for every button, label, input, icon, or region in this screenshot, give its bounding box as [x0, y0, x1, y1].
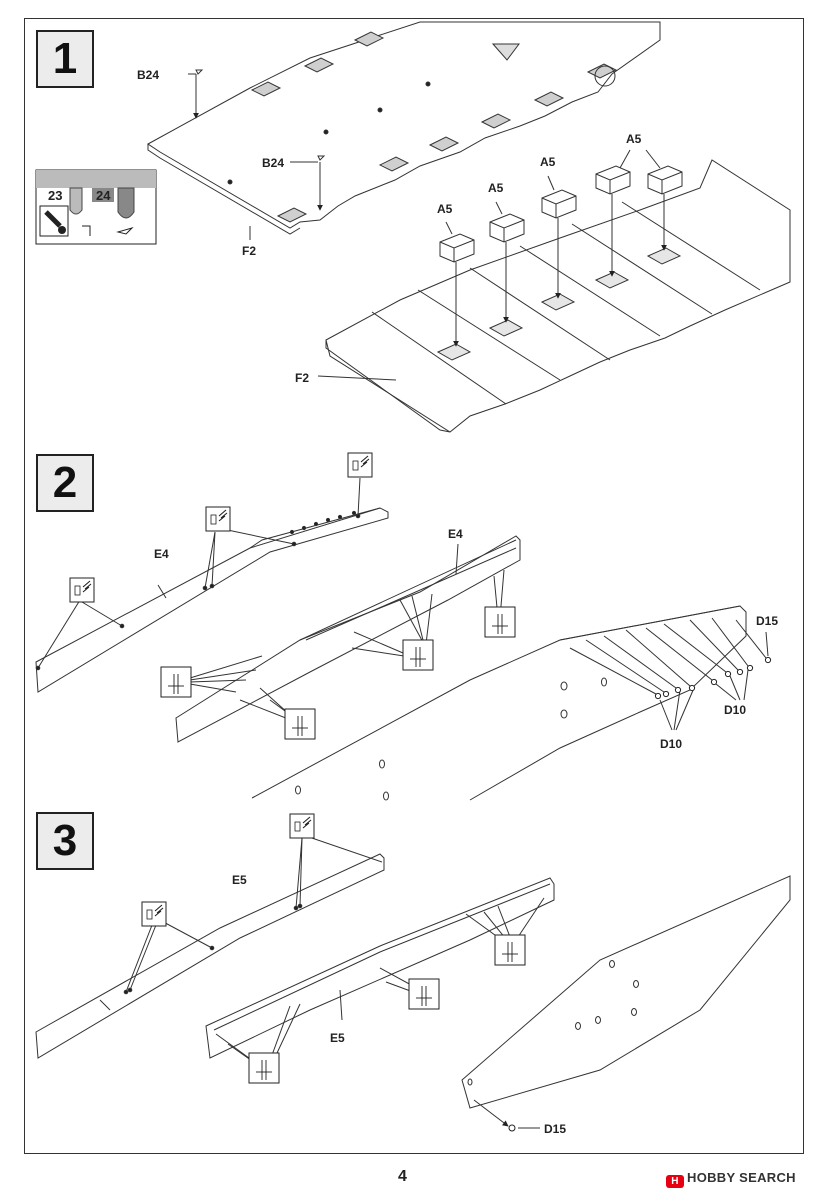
e4-middle-rail — [175, 535, 521, 743]
a5-arrows — [445, 149, 667, 347]
e4-right-rail — [251, 605, 747, 801]
glue-pin-icon — [205, 506, 231, 532]
pin-hole-detail-icon — [402, 639, 434, 671]
label-f2-upper: F2 — [242, 244, 256, 258]
label-d15-step2: D15 — [756, 614, 778, 628]
label-e5-left: E5 — [232, 873, 247, 887]
triangle-marker-icon — [491, 43, 520, 61]
e5-left-pins — [125, 835, 383, 993]
hook-icon — [82, 225, 91, 236]
sprue-label-23: 23 — [48, 188, 62, 203]
step-2-assembly — [35, 477, 772, 801]
pin-hole-detail-icon — [248, 1052, 280, 1084]
label-f2-lower: F2 — [295, 371, 309, 385]
step-1-badge: 1 — [36, 30, 94, 88]
step-2-badge: 2 — [36, 454, 94, 512]
a5-part — [541, 189, 577, 219]
a5-part — [489, 213, 525, 243]
label-a5-4: A5 — [626, 132, 642, 146]
a5-parts — [439, 165, 683, 263]
label-d15-step3: D15 — [544, 1122, 566, 1136]
watermark-text: HOBBY SEARCH — [687, 1170, 796, 1185]
e4-left-rail — [35, 507, 389, 693]
pin-hole-detail-icon — [494, 934, 526, 966]
page-frame — [24, 18, 804, 1154]
sprue-label-24: 24 — [96, 188, 111, 203]
glue-pin-icon — [69, 577, 95, 603]
b24-part-icon — [116, 226, 134, 235]
step-1-assembly — [147, 21, 791, 433]
label-e4-left: E4 — [154, 547, 169, 561]
f2-upper-panel-outline — [147, 21, 661, 229]
d10-parts — [654, 656, 772, 700]
f2-lower-panel-edge — [325, 340, 451, 433]
hatch-ring-icon — [594, 65, 616, 87]
a5-part — [647, 165, 683, 195]
a5-part — [595, 165, 631, 195]
cutter-icon — [39, 205, 69, 237]
e5-middle-rail — [205, 877, 555, 1059]
b24-part — [195, 69, 204, 75]
step-3-assembly — [35, 835, 791, 1132]
hobby-search-logo-icon: H — [666, 1175, 684, 1188]
b24-part — [317, 155, 326, 161]
glue-pin-icon — [141, 901, 167, 927]
label-e4-middle: E4 — [448, 527, 463, 541]
label-a5-2: A5 — [488, 181, 504, 195]
label-d10-left: D10 — [660, 737, 682, 751]
f2-lower-panel-outline — [325, 159, 791, 433]
d10-pin-leaders — [569, 617, 769, 731]
label-a5-1: A5 — [437, 202, 453, 216]
page-number: 4 — [398, 1168, 407, 1185]
pin-hole-detail-icon — [160, 666, 192, 698]
sprue-detail-inset: 23 24 — [35, 169, 157, 245]
pin-hole-detail-icon — [484, 606, 516, 638]
f2-lower-mount-plates — [436, 247, 682, 361]
e5-left-rail — [35, 853, 385, 1059]
f2-lower-ribs — [371, 201, 761, 405]
d15-arrow — [473, 1099, 509, 1127]
glue-pin-icon — [289, 813, 315, 839]
glue-pin-icon — [347, 452, 373, 478]
e5-right-plate — [461, 875, 791, 1109]
d15-part — [508, 1124, 516, 1132]
label-a5-3: A5 — [540, 155, 556, 169]
e4-middle-pins — [189, 569, 505, 723]
step-3-badge: 3 — [36, 812, 94, 870]
label-b24-upper: B24 — [137, 68, 159, 82]
label-e5-middle: E5 — [330, 1031, 345, 1045]
f2-upper-holes — [227, 81, 431, 185]
e4-left-holes — [289, 510, 357, 535]
label-b24-lower: B24 — [262, 156, 284, 170]
e4-left-pins — [37, 477, 361, 669]
f2-upper-panel-edge — [147, 144, 301, 235]
pin-hole-detail-icon — [284, 708, 316, 740]
a5-part — [439, 233, 475, 263]
f2-upper-brackets — [250, 31, 618, 223]
pin-hole-detail-icon — [408, 978, 440, 1010]
e5-middle-pins — [215, 897, 545, 1069]
label-d10-right: D10 — [724, 703, 746, 717]
